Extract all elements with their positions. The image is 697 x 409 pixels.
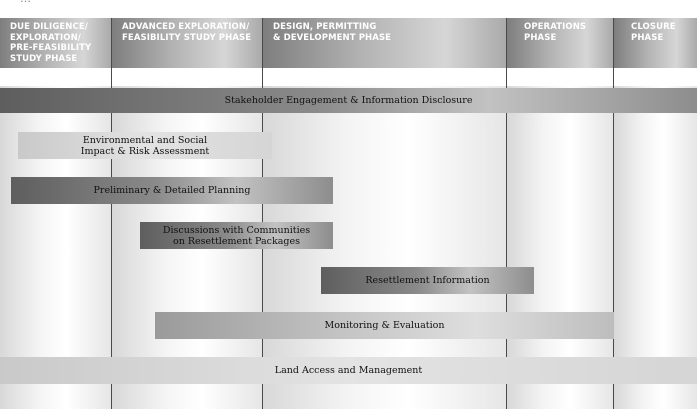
activity-bar-stakeholder: Stakeholder Engagement & Information Dis… <box>0 88 697 113</box>
phase-label: CLOSURE PHASE <box>631 22 676 43</box>
phase-column-body <box>614 86 697 409</box>
phase-column-closure: CLOSURE PHASE <box>614 18 697 409</box>
phase-label: DESIGN, PERMITTING & DEVELOPMENT PHASE <box>273 22 392 43</box>
phase-header-design: DESIGN, PERMITTING & DEVELOPMENT PHASE <box>263 18 506 68</box>
phase-divider <box>613 18 614 409</box>
phase-divider <box>111 18 112 409</box>
activity-bar-monitoring: Monitoring & Evaluation <box>155 312 614 339</box>
phase-header-advanced-exploration: ADVANCED EXPLORATION/ FEASIBILITY STUDY … <box>112 18 262 68</box>
activity-bar-planning: Preliminary & Detailed Planning <box>11 177 333 204</box>
figure-caption: … <box>0 0 697 12</box>
phase-column-operations: OPERATIONS PHASE <box>507 18 613 409</box>
phase-column-advanced-exploration: ADVANCED EXPLORATION/ FEASIBILITY STUDY … <box>112 18 262 409</box>
phase-label: DUE DILIGENCE/ EXPLORATION/ PRE-FEASIBIL… <box>10 22 92 64</box>
phase-label: ADVANCED EXPLORATION/ FEASIBILITY STUDY … <box>122 22 252 43</box>
activity-bar-discussions: Discussions with Communities on Resettle… <box>140 222 333 249</box>
activity-bar-resettlement: Resettlement Information <box>321 267 534 294</box>
phase-header-operations: OPERATIONS PHASE <box>507 18 613 68</box>
activity-bar-env-impact: Environmental and Social Impact & Risk A… <box>18 132 272 159</box>
activity-bar-land-access: Land Access and Management <box>0 357 697 384</box>
phase-column-design: DESIGN, PERMITTING & DEVELOPMENT PHASE <box>263 18 506 409</box>
phase-divider <box>262 18 263 409</box>
phase-column-body <box>507 86 613 409</box>
phase-column-due-diligence: DUE DILIGENCE/ EXPLORATION/ PRE-FEASIBIL… <box>0 18 111 409</box>
phase-label: OPERATIONS PHASE <box>524 22 587 43</box>
phase-header-closure: CLOSURE PHASE <box>614 18 697 68</box>
phase-header-due-diligence: DUE DILIGENCE/ EXPLORATION/ PRE-FEASIBIL… <box>0 18 111 68</box>
phase-divider <box>506 18 507 409</box>
